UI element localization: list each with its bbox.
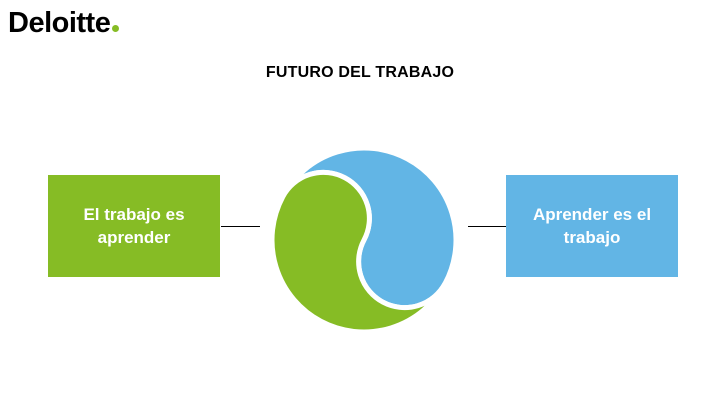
page-title: FUTURO DEL TRABAJO [265, 64, 455, 81]
yin-yang-icon [269, 145, 459, 335]
logo-dot-icon [112, 25, 120, 32]
right-concept-box: Aprender es el trabajo [506, 175, 678, 277]
logo-text: Deloitte [8, 7, 111, 39]
right-connector-line [468, 226, 506, 227]
left-concept-text: El trabajo es aprender [83, 205, 185, 247]
deloitte-logo: Deloitte [8, 7, 120, 43]
left-concept-box: El trabajo es aprender [48, 175, 220, 277]
left-connector-line [221, 226, 260, 227]
yin-yang-green-half [269, 169, 448, 335]
right-concept-text: Aprender es el trabajo [532, 205, 652, 247]
